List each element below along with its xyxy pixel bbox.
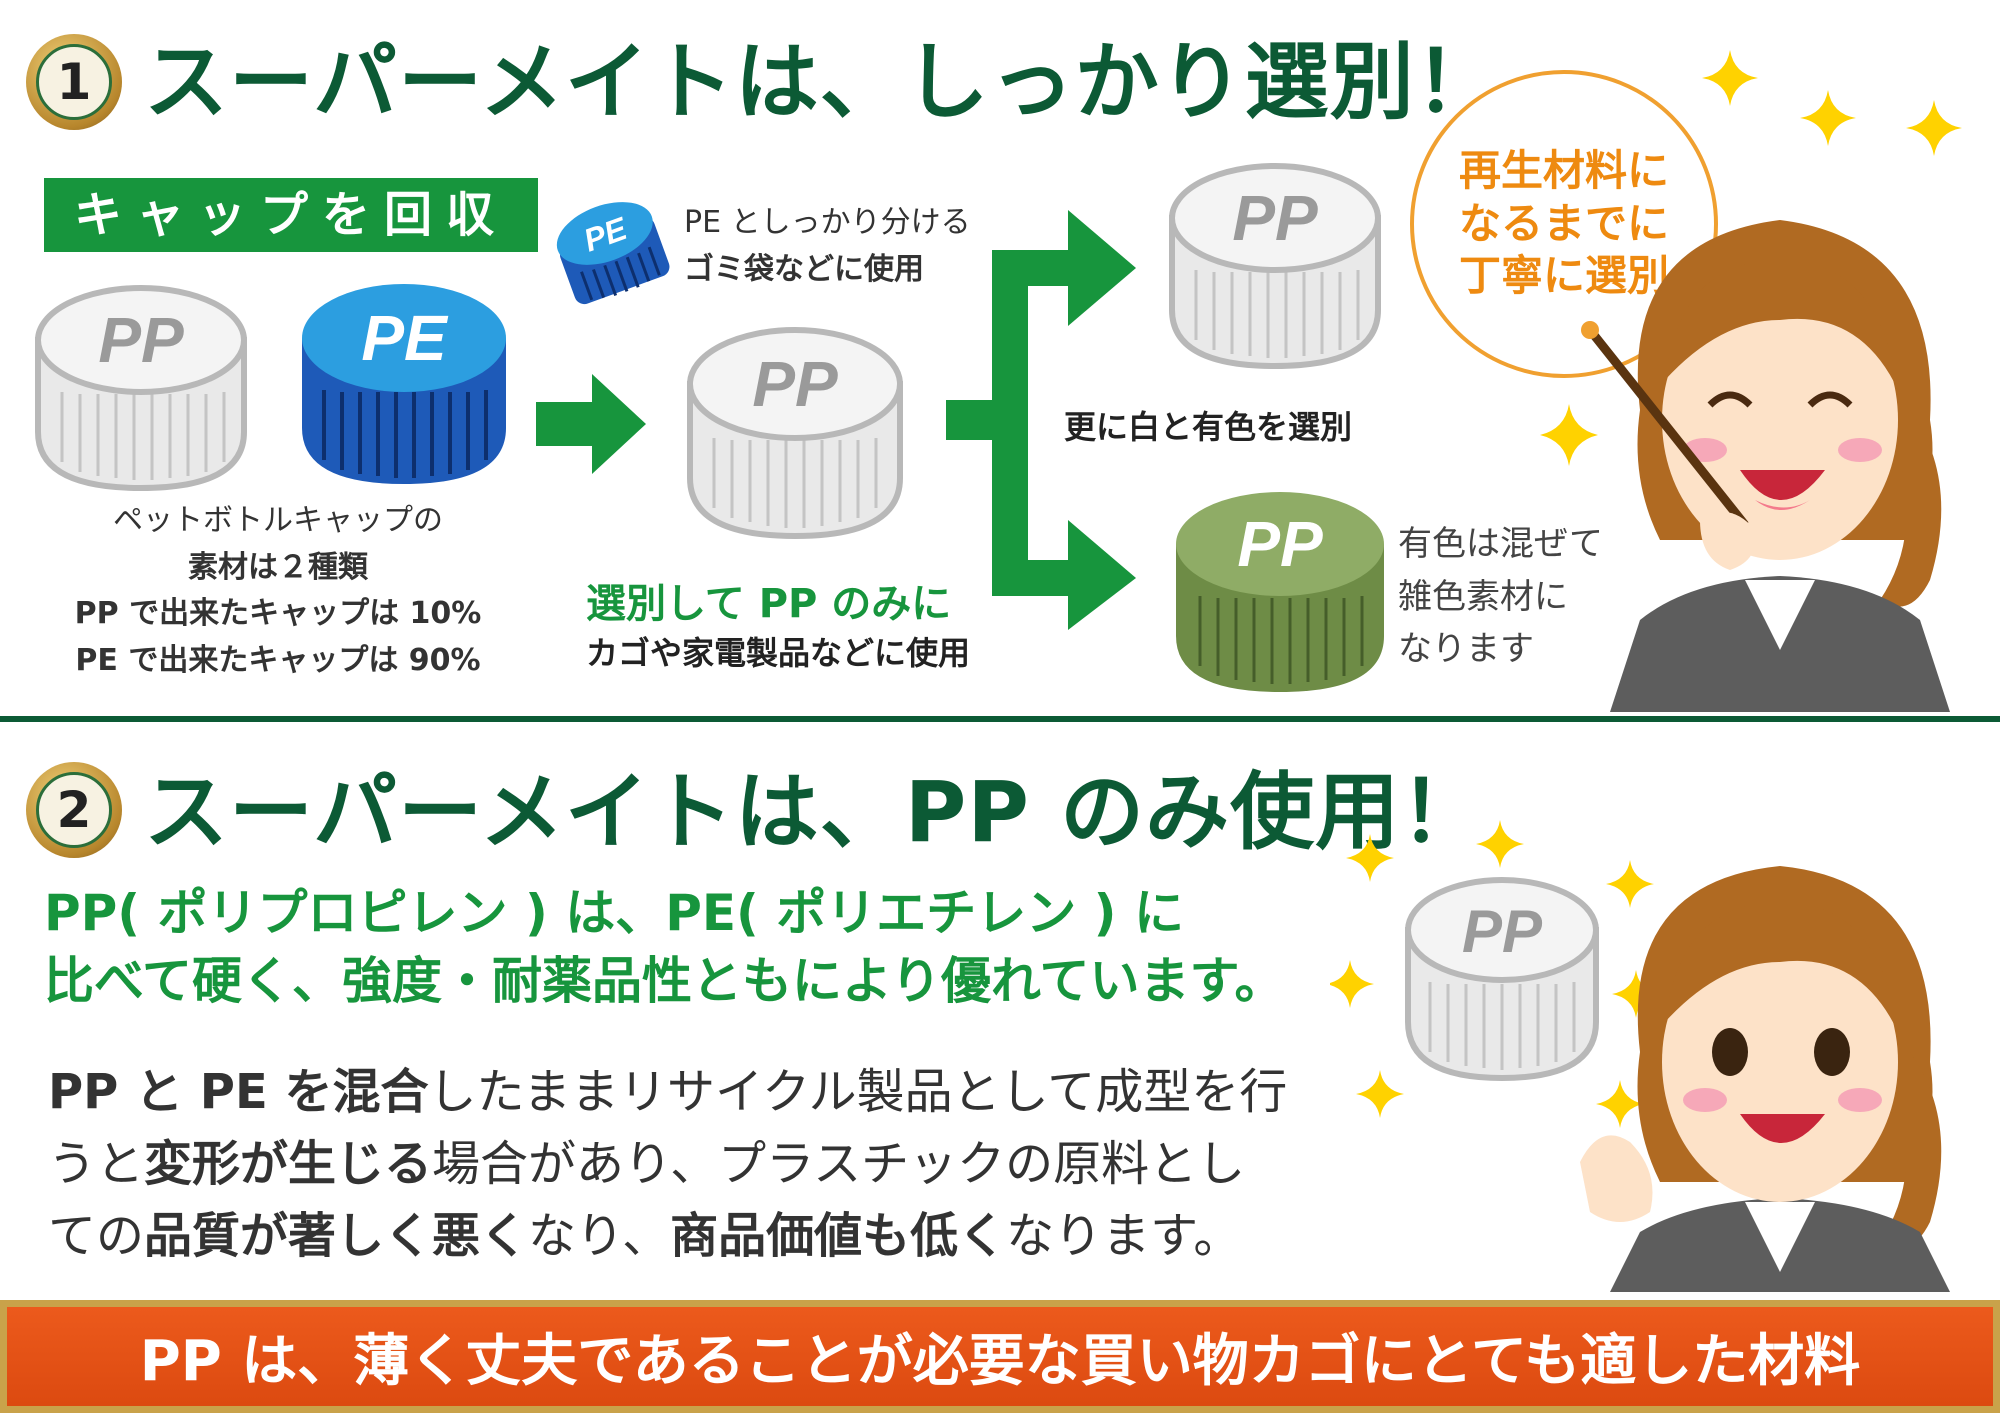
pp-advantage-lead: PP( ポリプロピレン ) は、PE( ポリエチレン ) に 比べて硬く、強度・… <box>44 880 1285 1015</box>
bubble-line-1: 再生材料に <box>1458 146 1669 196</box>
body-text: うと <box>48 1136 145 1192</box>
pp-cap-colored: PP <box>1176 492 1384 692</box>
body-emphasis: 変形が生じる <box>144 1136 433 1192</box>
body-text: したままリサイクル製品として成型を行 <box>428 1064 1288 1120</box>
speech-bubble: 再生材料に なるまでに 丁寧に選別 <box>1410 70 1718 378</box>
bubble-line-3: 丁寧に選別 <box>1458 251 1669 301</box>
branch-arrow-icon <box>946 210 1136 630</box>
white-colored-sort-note: 更に白と有色を選別 <box>1064 408 1353 446</box>
pe-cap-blue-label: PE <box>361 302 449 374</box>
body-text: なります。 <box>1006 1208 1242 1264</box>
colored-note-line-1: 有色は混ぜて <box>1398 524 1604 564</box>
pe-cap-blue: PE <box>302 284 506 484</box>
bubble-line-2: なるまでに <box>1458 198 1669 248</box>
colored-mix-note: 有色は混ぜて 雑色素材に なります <box>1398 518 1603 676</box>
sparkle-icon <box>1702 50 1962 156</box>
body-line-2: うと変形が生じる場合があり、プラスチックの原料とし <box>48 1128 1287 1200</box>
caption-pp-share: PP で出来たキャップは 10% <box>74 596 482 631</box>
section1-title: スーパーメイトは、しっかり選別！ <box>144 33 1500 131</box>
body-line-1: PP と PE を混合したままリサイクル製品として成型を行 <box>48 1056 1287 1128</box>
cap-types-caption: ペットボトルキャップの 素材は２種類 PP で出来たキャップは 10% PE で… <box>28 498 528 684</box>
lead-line-2: 比べて硬く、強度・耐薬品性ともにより優れています。 <box>44 951 1285 1010</box>
colored-note-line-3: なります <box>1398 629 1534 670</box>
woman-pointer-illustration <box>1581 220 1950 712</box>
sorted-note-line-2: カゴや家電製品などに使用 <box>586 634 971 672</box>
woman-presenting-illustration <box>1580 866 1950 1292</box>
sorted-note: 選別して PP のみに カゴや家電製品などに使用 <box>586 578 970 676</box>
pp-cap-sparkle-label: PP <box>1462 898 1543 965</box>
badge-number: 1 <box>36 44 112 120</box>
colored-note-line-2: 雑色素材に <box>1398 576 1568 617</box>
arrow-right-icon <box>536 374 646 474</box>
body-line-3: ての品質が著しく悪くなり、商品価値も低くなります。 <box>48 1200 1287 1272</box>
pp-cap-sorted: PP <box>687 327 903 540</box>
section2-title: スーパーメイトは、PP のみ使用！ <box>144 763 1486 861</box>
badge-number: 2 <box>36 772 112 848</box>
body-text: ての <box>48 1208 145 1264</box>
pp-cap-sorted-label: PP <box>752 348 838 420</box>
lead-line-1: PP( ポリプロピレン ) は、PE( ポリエチレン ) に <box>44 884 1184 942</box>
caption-pe-share: PE で出来たキャップは 90% <box>75 642 481 678</box>
rank-badge-2: 2 <box>26 762 122 858</box>
caption-line-1: ペットボトルキャップの <box>113 503 443 538</box>
pp-cap-white-sorted-label: PP <box>1232 182 1318 254</box>
pp-cap-white-label: PP <box>98 304 184 376</box>
sparkle-icon <box>1540 404 1598 466</box>
body-text: なり、 <box>528 1208 671 1264</box>
pe-note-line-1: PE としっかり分ける <box>684 205 971 240</box>
sorted-note-line-1: 選別して PP のみに <box>586 581 952 627</box>
pp-cap-sparkle: PP <box>1330 820 1660 1128</box>
pp-cap-white-sorted: PP <box>1169 163 1381 370</box>
pe-note-line-2: ゴミ袋などに使用 <box>684 251 924 287</box>
mixing-risk-paragraph: PP と PE を混合したままリサイクル製品として成型を行 うと変形が生じる場合… <box>48 1056 1287 1272</box>
bottom-banner: PP は、薄く丈夫であることが必要な買い物カゴにとても適した材料 <box>0 1300 2000 1413</box>
collect-caps-label: キャップを回収 <box>44 178 539 252</box>
caption-line-2: 素材は２種類 <box>188 549 368 585</box>
pp-cap-white: PP <box>35 285 247 492</box>
rank-badge-1: 1 <box>26 34 122 130</box>
section-divider <box>0 716 2000 722</box>
pe-separation-note: PE としっかり分ける ゴミ袋などに使用 <box>684 200 971 293</box>
body-emphasis: 商品価値も低く <box>670 1208 1007 1264</box>
pp-cap-colored-label: PP <box>1237 508 1323 580</box>
pe-cap-small: PE <box>556 202 670 305</box>
body-text: 場合があり、プラスチックの原料とし <box>432 1136 1246 1192</box>
body-emphasis: PP と PE を混合 <box>48 1064 429 1120</box>
banner-text: PP は、薄く丈夫であることが必要な買い物カゴにとても適した材料 <box>139 1329 1861 1394</box>
body-emphasis: 品質が著しく悪く <box>144 1208 529 1264</box>
